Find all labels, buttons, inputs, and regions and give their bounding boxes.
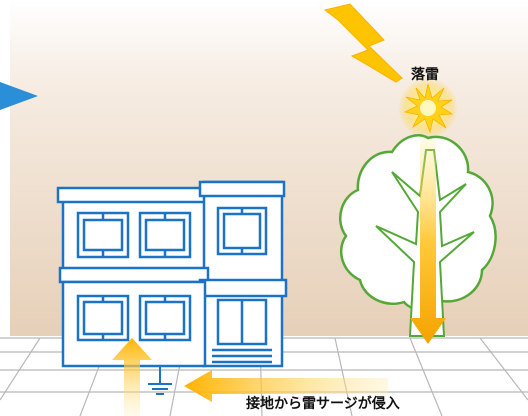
lightning-bolt-icon — [323, 3, 403, 83]
tree — [339, 134, 497, 344]
surge-intrusion-label: 接地から雷サージが侵入 — [246, 396, 400, 412]
lightning-strike-label: 落雷 — [411, 67, 439, 83]
house — [56, 180, 288, 368]
surge-vertical-arrow-icon — [112, 338, 152, 416]
surge-horizontal-arrow-icon — [184, 370, 388, 402]
strike-down-arrow-icon — [410, 140, 446, 344]
ground-symbol-icon — [148, 366, 172, 395]
pointer-arrow-icon — [0, 82, 38, 110]
starburst-icon — [398, 78, 458, 138]
